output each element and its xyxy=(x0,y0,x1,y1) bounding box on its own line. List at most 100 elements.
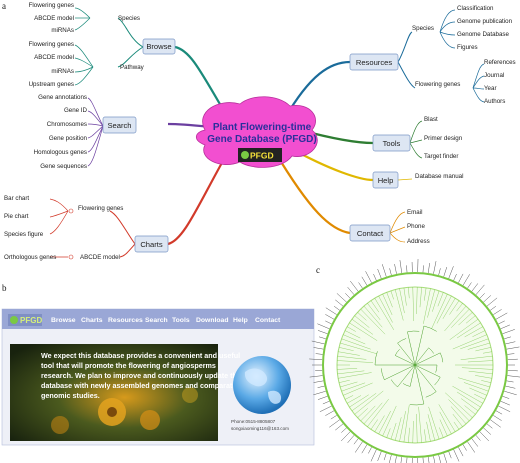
tree-branch xyxy=(460,338,489,350)
tree-leaf-label xyxy=(309,375,323,378)
tree-branch xyxy=(469,387,487,396)
tree-leaf-label xyxy=(486,423,493,429)
tree-internal-branch xyxy=(394,349,416,366)
tree-leaf-label xyxy=(330,415,337,420)
tree-branch xyxy=(349,322,378,341)
tree-leaf-label xyxy=(448,266,454,279)
tree-leaf-label xyxy=(389,268,392,276)
tree-branch xyxy=(341,382,366,392)
pfgd-logo xyxy=(238,148,282,162)
tree-leaf-label xyxy=(462,444,467,451)
tree-leaf-label xyxy=(377,451,382,462)
leaf-icon xyxy=(10,316,18,324)
banner-line: tool that will promote the flowering of … xyxy=(41,361,216,370)
tree-branch xyxy=(340,381,358,388)
tree-leaf-label xyxy=(433,261,437,274)
tools-item: Primer design xyxy=(424,135,463,142)
contact-lines xyxy=(389,211,406,243)
tools-item: Blast xyxy=(424,116,438,123)
tree-leaf-label xyxy=(507,370,518,372)
contact-item: Phone xyxy=(407,223,425,230)
nav-resources[interactable]: Resources xyxy=(108,317,143,324)
contact-email: songxiaoming116@163.com xyxy=(231,426,289,431)
tree-branch xyxy=(341,338,371,350)
tree-branch xyxy=(419,287,422,308)
tree-branch xyxy=(444,305,467,332)
tree-leaf-label xyxy=(361,444,368,454)
nav-download[interactable]: Download xyxy=(196,317,228,324)
nav-browse[interactable]: Browse xyxy=(51,317,76,324)
tree-branch xyxy=(464,326,484,338)
search-item: Chromosomes xyxy=(47,121,87,128)
tree-branch xyxy=(337,370,365,375)
tree-branch xyxy=(382,293,393,316)
tree-branch xyxy=(468,370,493,375)
tree-branch xyxy=(475,375,492,379)
nav-tools[interactable]: Tools xyxy=(172,317,190,324)
line xyxy=(74,66,94,73)
tree-branch xyxy=(463,382,489,392)
tree-branch xyxy=(346,395,362,404)
resources-species-item: Genome publication xyxy=(457,18,513,25)
tree-internal-branch xyxy=(402,364,416,387)
banner-line: We expect this database provides a conve… xyxy=(41,351,240,360)
tree-leaf-label xyxy=(495,410,503,415)
line xyxy=(74,66,94,86)
browse-species-item: miRNAs xyxy=(51,27,74,34)
tree-leaf-label xyxy=(475,435,481,441)
node-browse: Browse xyxy=(142,38,176,55)
resources-flowering-item: Authors xyxy=(484,98,505,105)
tree-internal-branch xyxy=(414,364,441,386)
tree-leaf-label xyxy=(453,449,460,462)
resources-species-line xyxy=(397,31,413,63)
nav-charts[interactable]: Charts xyxy=(81,317,103,324)
tree-branch xyxy=(427,414,435,441)
tree-branch xyxy=(439,427,444,438)
tree-branch xyxy=(403,287,407,306)
tree-branch xyxy=(437,292,444,307)
tree-branch xyxy=(458,377,490,388)
browse-species-item: Flowering genes xyxy=(29,2,74,9)
tree-branch xyxy=(386,292,393,308)
contact-item: Address xyxy=(407,238,430,245)
tree-leaf-label xyxy=(483,295,492,303)
tree-leaf-label xyxy=(507,358,518,360)
tree-leaf-label xyxy=(490,419,501,428)
tree-branch xyxy=(432,290,440,312)
tree-leaf-label xyxy=(365,271,372,283)
charts-flowering-item: Species figure xyxy=(4,231,44,238)
tree-branch xyxy=(427,289,435,318)
tree-leaf-label xyxy=(358,282,363,289)
tree-leaf-label xyxy=(502,396,510,399)
charts-flowering-line xyxy=(109,210,136,245)
tree-leaf-label xyxy=(507,353,515,355)
contact-item: Email xyxy=(407,209,422,216)
tree-leaf-label xyxy=(313,347,324,350)
tree-leaf-label xyxy=(502,329,515,334)
tree-branch xyxy=(442,298,456,319)
tree-leaf-label xyxy=(383,453,387,461)
tree-branch xyxy=(424,287,427,301)
charts-flowering-item: Bar chart xyxy=(4,195,29,202)
tree-leaf-label xyxy=(382,264,387,277)
tree-leaf-label xyxy=(506,346,520,350)
tree-branch xyxy=(452,385,484,404)
tree-branch xyxy=(386,428,391,438)
tree-branch xyxy=(367,398,389,427)
tree-branch xyxy=(403,404,410,443)
tree-leaf-label xyxy=(500,400,510,406)
tree-branch xyxy=(460,355,493,360)
tree-branch xyxy=(439,419,448,437)
tree-branch xyxy=(431,293,448,329)
tree-leaf-label xyxy=(427,263,430,273)
website-logo-text: PFGD xyxy=(20,316,42,325)
nav-help[interactable]: Help xyxy=(233,317,248,324)
tree-branch xyxy=(456,303,463,312)
nav-contact[interactable]: Contact xyxy=(255,317,281,324)
tree-leaf-label xyxy=(498,405,511,412)
nav-search[interactable]: Search xyxy=(145,317,168,324)
tree-leaf-label xyxy=(471,283,479,292)
tree-branch xyxy=(382,405,397,437)
tree-branch xyxy=(449,300,460,315)
globe-continent xyxy=(244,368,268,387)
